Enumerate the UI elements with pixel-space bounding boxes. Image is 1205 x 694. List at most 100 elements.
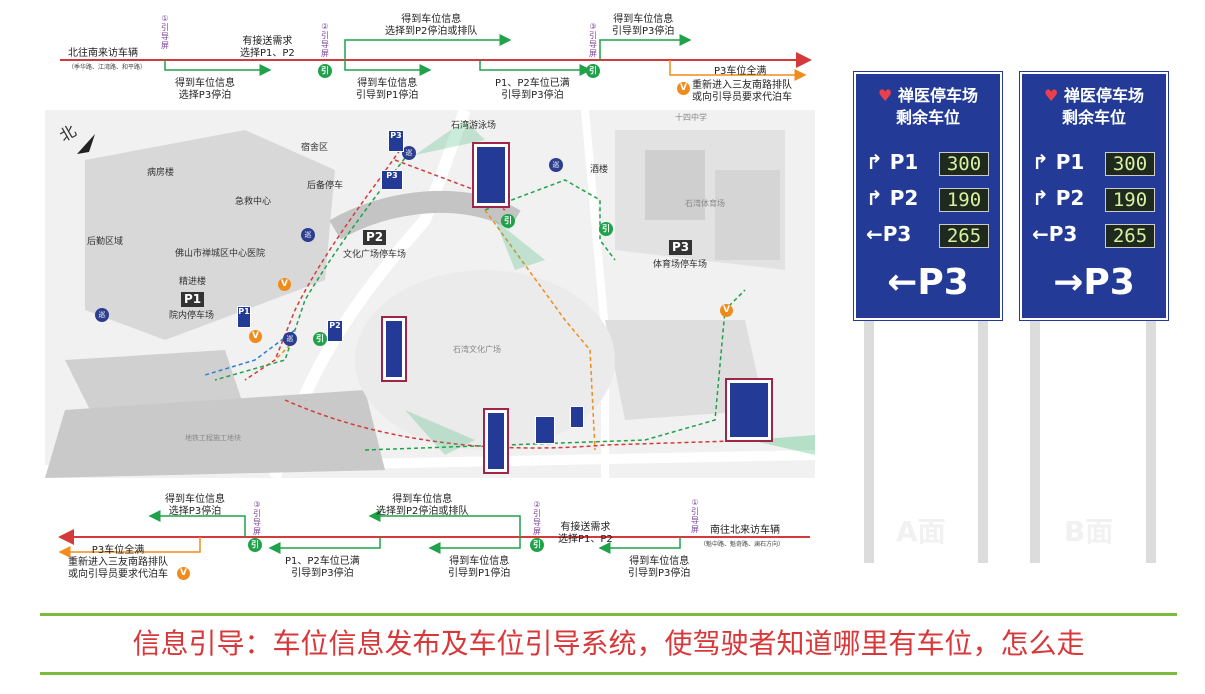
sign-b-brand: ♥ 禅医停车场 bbox=[1022, 82, 1166, 106]
blue-tab-p3-b: P3 bbox=[381, 170, 403, 190]
top-yin-badge-2: 引 bbox=[586, 64, 600, 78]
sign-a-row-1: ↱ P1 bbox=[866, 150, 918, 174]
label-dorm: 宿舍区 bbox=[301, 143, 329, 153]
sign-a-subtitle: 剩余车位 bbox=[895, 108, 960, 127]
mini-sign-1 bbox=[381, 316, 407, 382]
mini-sign-2-face bbox=[477, 147, 505, 203]
top-above-1: 有接送需求 选择P1、P2 bbox=[240, 36, 295, 59]
label-p3-name: 体育场停车场 bbox=[653, 260, 708, 270]
p3-badge: P3 bbox=[669, 240, 693, 255]
bottom-yin-badge-2: 引 bbox=[530, 538, 544, 552]
mini-sign-1-face bbox=[386, 321, 402, 377]
label-ward: 病房楼 bbox=[147, 168, 175, 178]
sign-a-row-1-count: 300 bbox=[939, 152, 989, 176]
top-start-label: 北往南来访车辆 bbox=[68, 48, 138, 60]
map-background bbox=[45, 110, 815, 478]
blue-tab-small bbox=[570, 406, 584, 428]
bottom-start-note: （魁中路、魁奇路、澜石方向） bbox=[700, 541, 785, 548]
label-emergency: 急救中心 bbox=[235, 197, 272, 207]
top-v-badge: V bbox=[677, 82, 690, 95]
sign-a-pole-left bbox=[864, 318, 874, 563]
mini-sign-4-face bbox=[730, 383, 768, 437]
sign-a-row-2: ↱ P2 bbox=[866, 186, 918, 210]
map-yin-badge-2: 引 bbox=[599, 222, 613, 236]
bottom-above-3: 有接送需求 选择P1、P2 bbox=[558, 522, 613, 545]
label-hospital: 佛山市禅城区中心医院 bbox=[175, 249, 266, 259]
label-plaza: 石湾文化广场 bbox=[453, 345, 501, 354]
sign-a-pole-right bbox=[978, 318, 988, 563]
bottom-screen-tag-2: ②引导屏 bbox=[533, 500, 541, 536]
site-map: 北 石湾游泳场 十四中学 宿舍区 后备停车 病房楼 急救中心 后勤区域 佛山市禅… bbox=[45, 110, 815, 478]
bottom-below-1: P3车位全满 重新进入三友南路排队 或向引导员要求代泊车 bbox=[68, 545, 168, 580]
top-screen-tag-3: ③引导屏 bbox=[589, 22, 597, 58]
sign-b-row-2-label: P2 bbox=[1055, 186, 1085, 210]
sign-b-row-1-label: P1 bbox=[1055, 150, 1085, 174]
top-above-4: P3车位全满 bbox=[714, 66, 767, 77]
map-yin-badge-3: 引 bbox=[313, 332, 327, 346]
sign-a-brand-text: 禅医停车场 bbox=[897, 86, 978, 105]
mini-sign-3 bbox=[483, 408, 509, 474]
bottom-below-4: 得到车位信息 引导到P3停泊 bbox=[628, 556, 691, 579]
sign-a-row-3: ←P3 bbox=[866, 222, 911, 246]
map-v-badge-1: V bbox=[278, 278, 291, 291]
blue-tab-p3: P3 bbox=[388, 130, 404, 152]
map-yin-badge-1: 引 bbox=[501, 214, 515, 228]
sign-a-row-2-count: 190 bbox=[939, 188, 989, 212]
label-logistics: 后勤区域 bbox=[87, 237, 124, 247]
sign-a: ♥ 禅医停车场 剩余车位 ↱ P1 300 ↱ P2 190 ←P3 265 ←… bbox=[854, 72, 1002, 320]
sign-a-big-direction: ←P3 bbox=[887, 262, 969, 303]
bottom-yin-badge-1: 引 bbox=[248, 538, 262, 552]
map-v-badge-2: V bbox=[249, 330, 262, 343]
turn-right-arrow-icon: ↱ bbox=[866, 150, 883, 174]
sign-a-row-3-count: 265 bbox=[939, 224, 989, 248]
sign-a-brand: ♥ 禅医停车场 bbox=[856, 82, 1000, 106]
label-p2-name: 文化广场停车场 bbox=[343, 250, 407, 260]
p1-badge: P1 bbox=[181, 292, 205, 307]
bottom-screen-tag-1: ①引导屏 bbox=[691, 498, 699, 534]
sign-a-row-2-label: P2 bbox=[889, 186, 919, 210]
label-construction: 地铁工程施工地块 bbox=[185, 434, 241, 442]
label-jingjin: 精进楼 bbox=[179, 277, 207, 287]
caption-rule-bottom bbox=[40, 672, 1177, 675]
sign-b-row-2-count: 190 bbox=[1105, 188, 1155, 212]
sign-b-row-3-count: 265 bbox=[1105, 224, 1155, 248]
caption-text: 信息引导：车位信息发布及车位引导系统，使驾驶者知道哪里有车位，怎么走 bbox=[132, 627, 1085, 660]
blue-tab-p2: P2 bbox=[327, 320, 343, 342]
sign-b-row-1-count: 300 bbox=[1105, 152, 1155, 176]
sign-b-row-3-label: P3 bbox=[1048, 222, 1078, 246]
sign-b-pole-left bbox=[1030, 318, 1040, 563]
top-flow-arrows bbox=[60, 34, 812, 81]
label-p1-name: 院内停车场 bbox=[169, 311, 215, 321]
sign-b-big-direction: →P3 bbox=[1053, 262, 1135, 303]
mini-sign-4 bbox=[725, 378, 773, 442]
top-below-4: 重新进入三友南路排队 或向引导员要求代泊车 bbox=[692, 80, 792, 103]
label-backup-parking: 后备停车 bbox=[307, 181, 344, 191]
bottom-screen-tag-3: ③引导屏 bbox=[253, 500, 261, 536]
top-below-1: 得到车位信息 选择P3停泊 bbox=[175, 78, 235, 101]
bottom-below-2: P1、P2车位已满 引导到P3停泊 bbox=[285, 556, 360, 579]
caption-rule-top bbox=[40, 613, 1177, 616]
mini-sign-2 bbox=[472, 142, 510, 208]
sign-a-face-label: A面 bbox=[896, 515, 946, 548]
sign-a-row-3-label: P3 bbox=[882, 222, 912, 246]
sign-b-face-label: B面 bbox=[1064, 515, 1114, 548]
label-middle-school: 十四中学 bbox=[675, 113, 707, 122]
sign-b-row-2: ↱ P2 bbox=[1032, 186, 1084, 210]
xun-badge-3: 巡 bbox=[549, 158, 563, 172]
top-screen-tag-2: ②引导屏 bbox=[321, 22, 329, 58]
xun-badge-5: 巡 bbox=[95, 308, 109, 322]
heart-logo-icon: ♥ bbox=[1044, 86, 1059, 105]
bottom-above-2: 得到车位信息 选择到P2停泊或排队 bbox=[376, 494, 469, 517]
bottom-flow-arrows bbox=[58, 510, 810, 558]
sign-b-row-1: ↱ P1 bbox=[1032, 150, 1084, 174]
bottom-start-label: 南往北来访车辆 bbox=[710, 525, 780, 536]
bottom-below-3: 得到车位信息 引导到P1停泊 bbox=[448, 556, 511, 579]
sign-b-brand-text: 禅医停车场 bbox=[1063, 86, 1144, 105]
sign-b-pole-right bbox=[1146, 318, 1156, 563]
turn-right-arrow-icon: ↱ bbox=[1032, 186, 1049, 210]
top-below-2: 得到车位信息 引导到P1停泊 bbox=[356, 78, 419, 101]
turn-right-arrow-icon: ↱ bbox=[866, 186, 883, 210]
mini-sign-3-face bbox=[488, 413, 504, 469]
sign-b-row-3: ←P3 bbox=[1032, 222, 1077, 246]
blue-tab-p1: P1 bbox=[237, 306, 251, 328]
